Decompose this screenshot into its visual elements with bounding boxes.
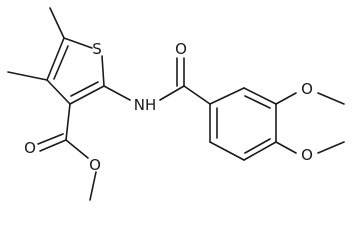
bond-ring-o-para xyxy=(275,141,297,154)
bond-ring-1-2 xyxy=(209,87,245,105)
bond-ester-c-o-single xyxy=(65,139,89,159)
molecule-canvas: S O NH O O O O xyxy=(7,7,345,201)
bond-c5-s xyxy=(63,37,93,49)
bond-ring-2-3-double xyxy=(244,95,271,109)
bond-ring-4-5-double xyxy=(244,138,271,154)
atom-ester-carbonyl-oxygen-label: O xyxy=(24,139,36,157)
structure-diagram: S O NH O O O O xyxy=(7,7,345,201)
bond-c3-ester-c xyxy=(65,103,71,141)
bond-c2-c3 xyxy=(69,85,105,105)
bond-c2-nh xyxy=(103,85,131,101)
bond-ring-4-5 xyxy=(243,141,277,161)
bond-c2-c3-double xyxy=(70,81,99,97)
bond-ester-o-methyl xyxy=(89,171,97,201)
bond-ring-o-meta xyxy=(275,92,297,105)
bond-o-methyl-para xyxy=(317,141,345,154)
atom-sulfur-label: S xyxy=(92,40,102,58)
bond-ester-c-o-double-a xyxy=(39,139,67,152)
bond-c4-methyl xyxy=(7,71,48,81)
atom-amide-oxygen-label: O xyxy=(175,40,187,58)
bond-c3-c4 xyxy=(46,79,71,105)
bond-nh-carbonyl-c xyxy=(159,85,185,101)
atom-ester-ether-oxygen-label: O xyxy=(89,156,101,174)
bond-o-methyl-meta xyxy=(317,92,345,105)
atom-amide-nitrogen-label: NH xyxy=(134,96,157,114)
bond-s-c2 xyxy=(101,55,105,87)
bond-ester-c-o-double-b xyxy=(37,133,64,145)
bond-carbonyl-c-ring xyxy=(183,85,211,105)
bond-c4-c5-double xyxy=(53,45,69,80)
atom-methoxy-oxygen-meta-label: O xyxy=(301,80,313,98)
bond-c4-c5 xyxy=(46,37,65,81)
bond-ring-5-6 xyxy=(209,141,245,161)
bond-c5-methyl xyxy=(49,7,65,39)
atom-methoxy-oxygen-para-label: O xyxy=(301,146,313,164)
bond-ring-2-3 xyxy=(243,87,277,105)
